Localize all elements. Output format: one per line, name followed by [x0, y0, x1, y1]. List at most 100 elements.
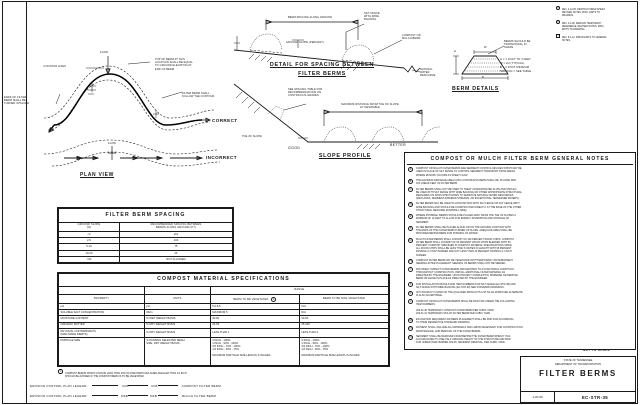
spacing-detail-title-line1: DETAIL FOR SPACING BETWEEN [269, 62, 375, 68]
note-text-a: COMPOST OR MULCH FILTER BERMS ARE SEDIME… [416, 167, 522, 177]
note-mark-a: A [408, 167, 413, 172]
note-text-o: SEDIMENT SHALL BE REMOVED FROM BEHIND TH… [416, 334, 511, 345]
legend-symbol-mulch: MFB MFB [91, 392, 178, 400]
compost-vegetated-5: 3 INCH - 100% 1 INCH - 90% - 100% 3/4 IN… [209, 336, 300, 367]
compost-vegetated-4: LESS THAN 1 [209, 327, 300, 338]
plan-correct-label: CORRECT [212, 118, 238, 123]
sheet-date: 1-20-06 [521, 392, 555, 402]
left-margin-line [26, 1, 27, 404]
compost-footnote-mark: 1 [58, 369, 63, 374]
note-text-h: COMPOST FILTER BERM MAY BE VEGETATED WIT… [416, 259, 513, 266]
compost-material-specifications-table: COMPOST MATERIAL SPECIFICATIONS RANGE PR… [57, 272, 390, 367]
berm-dim-h: H = 1 FOOT TO 3 FEET [500, 58, 531, 61]
note-text-g: MULCH FILTER BERMS SHALL CONSIST OF 100 … [416, 237, 515, 257]
berm-details-title: BERM DETAILS [452, 86, 499, 92]
svg-text:CFB: CFB [151, 384, 158, 388]
compost-units-4: % DRY WEIGHT BASIS [143, 327, 211, 338]
compost-header-vegetated: BERM TO BE VEGETATED 1 [209, 294, 300, 305]
note-text-k: ANY PRODUCT LISTED ON THE QUALIFIED PROD… [416, 291, 523, 298]
general-notes-divider [407, 164, 633, 165]
note-mark-c: C [408, 187, 413, 193]
berm-details-graphic [453, 45, 509, 80]
plan-flow-incorrect-label: FLOW [108, 142, 116, 145]
svg-text:CFB: CFB [122, 384, 129, 388]
revision-text-2: REV. 4-1-08, REMOVE TEMPORARY REFERENCE,… [562, 23, 605, 32]
note-mark-h: H [408, 258, 413, 264]
title-block-footer: 1-20-06 EC-STR-35 [521, 391, 635, 402]
plan-ends-upslope-label: ENDS OF FILTER BERM SHALL BE TURNED UPSL… [4, 96, 30, 106]
agency-name: STATE OF TENNESSEE DEPARTMENT OF TRANSPO… [521, 357, 635, 366]
note-mark-m: M [408, 317, 413, 323]
agency-line-2: DEPARTMENT OF TRANSPORTATION [554, 362, 602, 366]
plan-view-title: PLAN VIEW [79, 172, 115, 178]
erosion-control-legend-compost: EROSION CONTROL PLAN LEGEND: CFB CFB COM… [30, 382, 221, 390]
plan-contour-lines-label: CONTOUR LINES [43, 65, 66, 68]
sheet-number: EC-STR-35 [581, 395, 609, 400]
svg-text:MFB: MFB [150, 394, 157, 398]
compost-or-mulch-berm-label: COMPOST OR MULCH BERM [402, 34, 421, 41]
legend-item-compost: COMPOST FILTER BERM [181, 384, 221, 388]
note-mark-f: F [408, 225, 413, 231]
legend-item-mulch: MULCH FILTER BERM [181, 394, 217, 398]
plan-follow-contour-label: FILTER BERM SHALL FOLLOW THE CONTOUR [182, 92, 215, 99]
legend-label-compost: EROSION CONTROL PLAN LEGEND: [30, 384, 88, 388]
note-mark-j: J [408, 282, 413, 288]
compost-nonvegetated-0: N/A [298, 303, 390, 311]
note-mark-b: B [408, 178, 413, 184]
general-notes-panel: COMPOST OR MULCH FILTER BERM GENERAL NOT… [404, 152, 636, 350]
legend-symbol-compost: CFB CFB [91, 382, 178, 390]
better-label: BETTER [390, 143, 406, 147]
spacing-slope-4: >20 [58, 255, 120, 264]
note-text-b: THE MAXIMUM DRAINAGE AREA FOR A CONTINUO… [416, 178, 516, 186]
note-mark-o: O [408, 334, 413, 340]
plan-flow-label: FLOW [100, 51, 108, 54]
agency-line-1: STATE OF TENNESSEE [563, 359, 593, 362]
natural-water-resource-label: NATURAL WATER RESOURCE [420, 68, 436, 78]
note-text-f: FILTER BERMS SHALL BE PLACED ALONG OR ON… [416, 225, 512, 236]
berm-spacing-along-ground-label: BERM SPACING ALONG GROUND [287, 16, 333, 19]
spacing-table-header-slope: GROUND SLOPE (%) [58, 222, 120, 232]
berm-dim-w: W = 2H (TYPICAL) [500, 62, 525, 66]
note-mark-g: G [408, 237, 413, 243]
title-block: STATE OF TENNESSEE DEPARTMENT OF TRANSPO… [520, 356, 636, 403]
note-mark-k: K [408, 290, 413, 296]
berm-height-dim-label: H [454, 50, 456, 53]
note-text-e: WHERE POSSIBLE, BERMS SHOULD BE PLACED A… [416, 214, 516, 224]
compost-nonvegetated-4: LESS THAN 1 [298, 327, 390, 338]
compost-nonvegetated-3: 25-100 [298, 321, 390, 329]
note-text-m: EXCAVATION REQUIRED FOR BERM PLACEMENT S… [416, 317, 514, 324]
berm-dim-b: B = 2 FOOT MINIMUM [500, 66, 530, 70]
table-row: SOLUBLE SALT CONCENTRATION dS/m MAXIMUM … [58, 309, 390, 317]
note-text-n: PAYMENT SHALL INCLUDE ALL MATERIALS AND … [416, 326, 524, 333]
revision-text-1: REV. 4-13-06, RESTRUCTURED SHEET, REVISE… [562, 9, 606, 18]
spacing-value-4: NOT ALLOWED [118, 255, 234, 264]
good-label: GOOD [288, 146, 301, 150]
note-mark-e: E [408, 214, 413, 219]
note-mark-d: D [408, 202, 413, 208]
table-row: ORGANIC MATTER % DRY WEIGHT BASIS 25-65 … [58, 321, 390, 329]
plan-top-of-berm-label: TOP OF BERM AT THIS LOCATION SHALL BE EQ… [155, 58, 193, 71]
see-spacing-table-label: SEE SPACING TABLE FOR RECOMMENDATIONS ON… [288, 88, 323, 98]
compost-property-4: PHYSICAL CONTAMINANTS (MAN-MADE INERTS) [58, 327, 145, 338]
ground-slope-percent-label: GROUND SLOPE (PERCENT) [286, 41, 324, 44]
compost-header-vegetated-text: BERM TO BE VEGETATED [233, 297, 269, 301]
compost-property-5: PARTICLE SIZE [58, 336, 145, 367]
max-distance-toe-label: MAXIMUM DISTANCE FROM TOE OF SLOPE 10' D… [341, 103, 399, 110]
revision-mark-3: 3 [556, 34, 561, 39]
filter-berm-spacing-table: FILTER BERM SPACING GROUND SLOPE (%) REC… [57, 207, 234, 264]
